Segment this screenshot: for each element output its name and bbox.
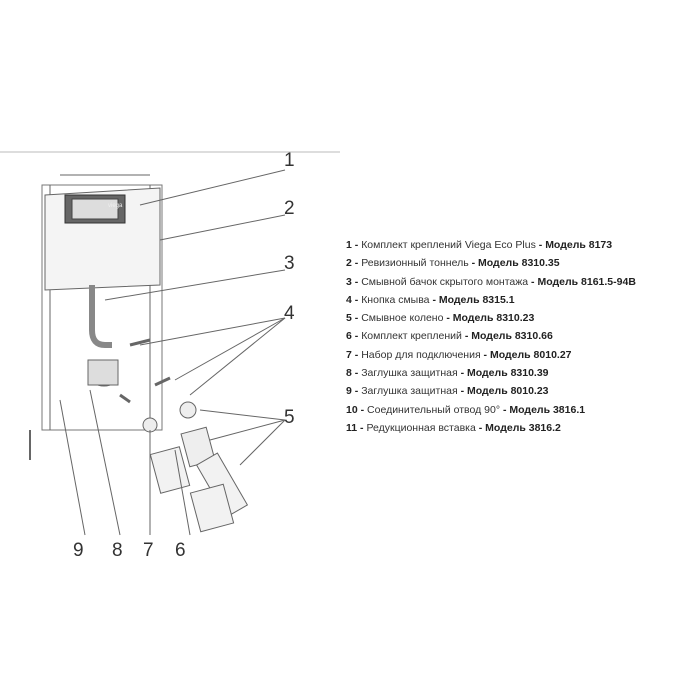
parts-legend: 1 - Комплект креплений Viega Eco Plus - … [346, 236, 636, 437]
legend-num: 9 [346, 385, 352, 398]
legend-desc: Смывное колено [361, 312, 444, 325]
legend-item: 2 - Ревизионный тоннель - Модель 8310.35 [346, 257, 560, 270]
legend-model: Модель 8010.23 [467, 385, 549, 398]
legend-item: 1 - Комплект креплений Viega Eco Plus - … [346, 239, 613, 251]
legend-num: 8 [346, 367, 352, 380]
legend-item: 10 - Соединительный отвод 90° - Модель 3… [346, 403, 586, 416]
legend-model: Модель 3816.1 [509, 403, 586, 416]
callout-6: 6 [175, 540, 186, 561]
legend-item: 4 - Кнопка смыва - Модель 8315.1 [346, 293, 515, 306]
legend-model: Модель 8161.5-94B [537, 275, 636, 288]
legend-item: 9 - Заглушка защитная - Модель 8010.23 [346, 385, 549, 398]
legend-item: 11 - Редукционная вставка - Модель 3816.… [346, 421, 561, 434]
legend-num: 7 [346, 348, 352, 361]
legend-desc: Заглушка защитная [361, 367, 458, 380]
legend-model: Модель 8173 [545, 239, 613, 251]
legend-num: 4 [346, 293, 352, 306]
legend-item: 3 - Смывной бачок скрытого монтажа - Мод… [346, 275, 636, 288]
callout-4: 4 [284, 303, 295, 324]
legend-desc: Смывной бачок скрытого монтажа [361, 275, 529, 288]
legend-desc: Ревизионный тоннель [361, 257, 469, 270]
legend-item: 8 - Заглушка защитная - Модель 8310.39 [346, 367, 549, 380]
legend-model: Модель 3816.2 [485, 421, 561, 434]
legend-num: 6 [346, 330, 352, 343]
legend-desc: Заглушка защитная [361, 385, 458, 398]
legend-desc: Соединительный отвод 90° [367, 403, 501, 416]
callout-8: 8 [112, 540, 123, 561]
callout-7: 7 [143, 540, 154, 561]
legend-model: Модель 8315.1 [438, 293, 515, 306]
legend-model: Модель 8010.27 [489, 348, 572, 361]
callout-9: 9 [73, 540, 84, 561]
legend-desc: Редукционная вставка [366, 421, 476, 434]
legend-num: 11 [346, 421, 358, 434]
legend-model: Модель 8310.23 [452, 312, 535, 325]
legend-model: Модель 8310.35 [478, 257, 560, 270]
legend-model: Модель 8310.39 [467, 367, 549, 380]
frame-drawing [0, 151, 340, 536]
legend-item: 5 - Смывное колено - Модель 8310.23 [346, 312, 535, 325]
legend-num: 1 [346, 239, 352, 251]
legend-num: 3 [346, 275, 352, 288]
legend-item: 6 - Комплект креплений - Модель 8310.66 [346, 330, 553, 343]
legend-desc: Комплект креплений [361, 330, 462, 343]
legend-item: 7 - Набор для подключения - Модель 8010.… [346, 348, 572, 361]
legend-num: 10 [346, 403, 358, 416]
callout-1: 1 [284, 150, 295, 171]
callout-5: 5 [284, 407, 295, 428]
callout-3: 3 [284, 253, 295, 274]
callout-2: 2 [284, 198, 295, 219]
legend-num: 2 [346, 257, 352, 270]
legend-num: 5 [346, 312, 352, 325]
legend-desc: Набор для подключения [361, 348, 481, 361]
legend-model: Модель 8310.66 [471, 330, 553, 343]
legend-desc: Комплект креплений Viega Eco Plus [361, 239, 536, 251]
brand-label: viega [108, 203, 123, 209]
legend-desc: Кнопка смыва [361, 293, 430, 306]
